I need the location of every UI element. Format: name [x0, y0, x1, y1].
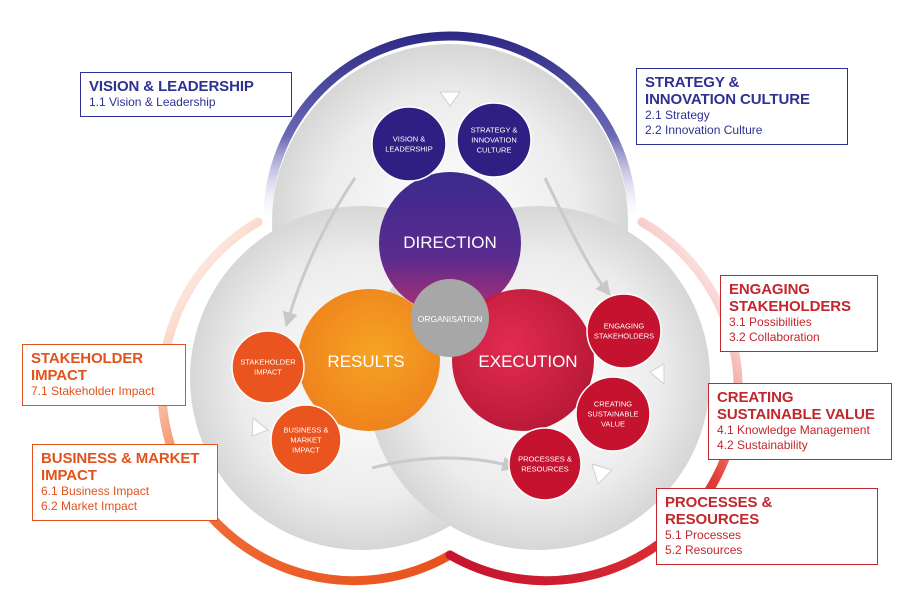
criteria-label-vision: LEADERSHIP: [385, 145, 433, 154]
box-creating-sustainable-value: CREATING SUSTAINABLE VALUE 4.1 Knowledge…: [708, 383, 892, 460]
criteria-label-creating: SUSTAINABLE: [587, 410, 638, 419]
box-engaging-stakeholders: ENGAGING STAKEHOLDERS 3.1 Possibilities …: [720, 275, 878, 352]
box-title: VISION & LEADERSHIP: [89, 78, 254, 95]
box-item: 2.1 Strategy: [645, 108, 710, 122]
organisation-label: ORGANISATION: [418, 314, 483, 324]
right-ring-arc: [445, 217, 743, 586]
box-item: 4.2 Sustainability: [717, 438, 808, 452]
criteria-label-engaging: STAKEHOLDERS: [594, 332, 654, 341]
results-circle: [298, 289, 440, 431]
box-title: BUSINESS & MARKET IMPACT: [41, 450, 200, 484]
box-stakeholder-impact: STAKEHOLDER IMPACT 7.1 Stakeholder Impac…: [22, 344, 186, 406]
criteria-circle-creating: [575, 376, 651, 452]
criteria-circle-engaging: [586, 293, 662, 369]
results-label: RESULTS: [327, 352, 404, 371]
arrow-left: [282, 177, 357, 328]
criteria-label-strategy: STRATEGY &: [471, 126, 518, 135]
criteria-label-vision: VISION &: [393, 135, 426, 144]
triangle-top: [439, 91, 461, 107]
box-item: 2.2 Innovation Culture: [645, 123, 763, 137]
box-title: CREATING SUSTAINABLE VALUE: [717, 389, 875, 423]
criteria-label-stakeholder: STAKEHOLDER: [240, 358, 296, 367]
box-item: 5.2 Resources: [665, 543, 743, 557]
execution-label: EXECUTION: [478, 352, 577, 371]
criteria-circle-stakeholder: [231, 330, 305, 404]
criteria-label-business: IMPACT: [292, 446, 320, 455]
triangle-indicators: [251, 91, 665, 485]
flow-arrows: [282, 177, 611, 472]
box-item: 3.1 Possibilities: [729, 315, 812, 329]
box-item: 5.1 Processes: [665, 528, 742, 542]
triangle-right-upper: [649, 363, 665, 386]
box-item: 7.1 Stakeholder Impact: [31, 384, 155, 398]
criteria-circle-strategy: [456, 102, 532, 178]
criteria-label-creating: VALUE: [601, 420, 625, 429]
box-title: PROCESSES & RESOURCES: [665, 494, 773, 528]
direction-label: DIRECTION: [403, 233, 497, 252]
criteria-label-creating: CREATING: [594, 400, 632, 409]
organisation-circle: [411, 279, 489, 357]
box-processes-resources: PROCESSES & RESOURCES 5.1 Processes 5.2 …: [656, 488, 878, 565]
criteria-label-strategy: INNOVATION: [471, 136, 517, 145]
box-item: 1.1 Vision & Leadership: [89, 95, 216, 109]
direction-circle: [379, 172, 521, 314]
box-title: ENGAGING STAKEHOLDERS: [729, 281, 851, 315]
criteria-label-business: MARKET: [290, 436, 322, 445]
box-title: STAKEHOLDER IMPACT: [31, 350, 143, 384]
box-item: 3.2 Collaboration: [729, 330, 820, 344]
criteria-circle-business: [270, 404, 342, 476]
triangle-left: [251, 417, 269, 437]
criteria-label-engaging: ENGAGING: [604, 322, 645, 331]
criteria-label-processes: RESOURCES: [521, 465, 569, 474]
criteria-label-strategy: CULTURE: [477, 146, 512, 155]
arrow-bottom: [371, 456, 518, 472]
box-business-market-impact: BUSINESS & MARKET IMPACT 6.1 Business Im…: [32, 444, 218, 521]
box-item: 6.2 Market Impact: [41, 499, 138, 513]
criteria-label-stakeholder: IMPACT: [254, 368, 282, 377]
top-ring-arc: [263, 31, 637, 223]
box-title: STRATEGY & INNOVATION CULTURE: [645, 74, 810, 108]
triangle-right-lower: [591, 463, 613, 485]
criteria-circles: VISION &LEADERSHIP STRATEGY &INNOVATIONCU…: [231, 102, 662, 501]
arrow-right: [543, 177, 611, 296]
box-strategy-innovation: STRATEGY & INNOVATION CULTURE 2.1 Strate…: [636, 68, 848, 145]
criteria-circle-processes: [508, 427, 582, 501]
criteria-label-business: BUSINESS &: [283, 426, 328, 435]
box-item: 4.1 Knowledge Management: [717, 423, 870, 437]
box-vision-leadership: VISION & LEADERSHIP 1.1 Vision & Leaders…: [80, 72, 292, 117]
criteria-circle-vision: [371, 106, 447, 182]
criteria-label-processes: PROCESSES &: [518, 455, 572, 464]
box-item: 6.1 Business Impact: [41, 484, 150, 498]
